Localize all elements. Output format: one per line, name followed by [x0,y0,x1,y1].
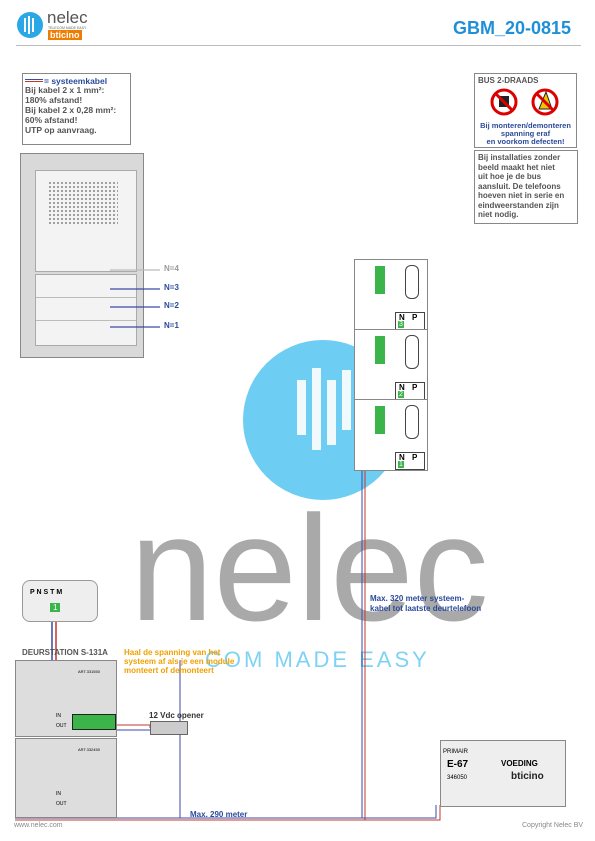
legend-box: = systeemkabel Bij kabel 2 x 1 mm²: 180%… [22,73,131,145]
phone-n-value: 1 [398,461,404,468]
info-line: beeld maakt het niet [478,162,555,172]
in-label: IN [56,791,61,797]
door-station-title: DEURSTATION S-131A [22,648,108,657]
speaker-grille [48,181,118,226]
in-label: IN [56,713,61,719]
brand-sub: bticino [48,30,82,40]
door-warning-line: Haal de spanning van het [124,648,221,657]
phone-n-value: 2 [398,391,404,398]
power-supply: PRIMAIR E-67 VOEDING 346050 bticino [440,740,566,807]
call-button [36,275,136,298]
header-divider [16,45,581,46]
out-label: OUT [56,723,67,729]
door-station-warning: Haal de spanning van het systeem af als … [124,648,234,675]
phone-p-label: P [412,453,418,462]
footer-website: www.nelec.com [14,822,63,829]
door-warning-line: systeem af als je een module [124,657,235,666]
handset-icon [405,405,419,439]
phone-unit: N P 3 [354,259,428,331]
terminal-label: M [56,589,63,596]
opener-label: 12 Vdc opener [149,711,204,720]
primair-label: PRIMAIR [443,749,469,755]
brand-tagline: TELECOM MADE EASY [48,26,87,30]
phone-terminal [375,336,385,364]
terminal-label: P [30,589,35,596]
terminal-label: N [36,589,42,596]
info-line: eindweerstanden zijn [478,200,559,210]
brand-logo-mark [17,12,43,38]
psu-model: E-67 [447,759,469,770]
phone-n-label: N [399,453,405,462]
info-box: Bij installaties zonder beeld maakt het … [474,150,578,224]
info-line: niet nodig. [478,210,519,219]
terminal-number: 1 [50,603,61,612]
info-line: hoeven niet in serie en [478,191,565,200]
handset-icon [405,265,419,299]
call-button [36,298,136,321]
watermark-tagline: COM MADE EASY [205,647,430,672]
phone-n-label: N [399,383,405,392]
footer-copyright: Copyright Nelec BV [522,822,584,829]
document-code: GBM_20-0815 [453,18,572,38]
bus-warning-box: BUS 2-DRAADS Bij monteren/demonteren spa… [474,73,577,148]
bus-warning-line: spanning eraf [500,129,551,138]
phone-terminal [375,406,385,434]
door-opener [150,721,188,735]
legend-line: UTP op aanvraag. [25,125,97,135]
label-n3: N=3 [164,283,179,292]
bus-title: BUS 2-DRAADS [478,76,539,85]
phone-p-label: P [412,313,418,322]
door-panel [20,153,144,358]
module-code: ART.331550 [78,669,100,674]
cable-sample [25,79,43,80]
legend-line: 60% afstand! [25,115,78,125]
door-warning-line: monteert of demonteert [124,666,214,675]
terminal-detail: P N S T M 1 [22,580,98,622]
psu-brand: bticino [511,771,544,782]
terminal-label: T [50,589,55,596]
brand-name: nelec [47,8,88,27]
bus-warning-line: en voorkom defecten! [486,137,565,146]
max-290-label: Max. 290 meter [190,810,248,819]
handset-icon [405,335,419,369]
psu-name: VOEDING [501,759,538,768]
bus-warning-line: Bij monteren/demonteren [480,121,571,130]
legend-line: 180% afstand! [25,95,83,105]
no-voltage-icon [531,88,559,116]
connector-block [72,714,116,730]
watermark-word: nelec [130,484,489,652]
distance-note: Max. 320 meter systeem- kabel tot laatst… [370,594,481,614]
cable-sample-red [25,81,43,82]
label-n4: N=4 [164,264,179,273]
info-line: Bij installaties zonder [478,153,561,162]
watermark-logo-bars [297,368,351,450]
no-plug-icon [490,88,518,116]
phone-n-label: N [399,313,405,322]
phone-unit: N P 2 [354,329,428,401]
panel-face [35,170,137,272]
legend-line: Bij kabel 2 x 0,28 mm²: [25,105,117,115]
phone-n-value: 3 [398,321,404,328]
phone-unit: N P 1 [354,399,428,471]
panel-buttons [35,274,137,346]
phone-terminal [375,266,385,294]
cable-label: = systeemkabel [44,76,108,86]
label-n1: N=1 [164,321,179,330]
info-line: uit hoe je de bus [478,172,542,181]
distance-line: kabel tot laatste deurtelefoon [370,604,482,613]
legend-line: Bij kabel 2 x 1 mm²: [25,85,105,95]
label-n2: N=2 [164,301,179,310]
out-label: OUT [56,801,67,807]
phone-p-label: P [412,383,418,392]
distance-line: Max. 320 meter systeem- [370,594,465,603]
psu-code: 346050 [447,775,468,781]
info-line: aansluit. De telefoons [478,181,561,191]
terminal-label: S [43,589,49,596]
warning-symbols [490,88,559,116]
door-module-2: ART.332450 IN OUT [15,738,117,818]
module-code: ART.332450 [78,747,100,752]
